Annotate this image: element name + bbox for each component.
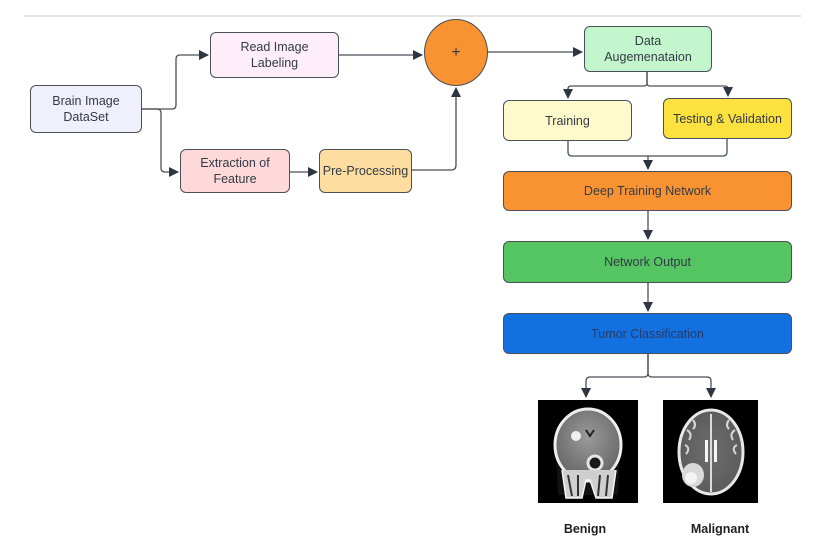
benign-mri-image bbox=[538, 400, 638, 503]
node-training[interactable]: Training bbox=[503, 100, 632, 141]
benign-caption: Benign bbox=[563, 522, 607, 536]
node-brain-image-dataset[interactable]: Brain Image DataSet bbox=[30, 85, 142, 133]
node-tumor-classification[interactable]: Tumor Classification bbox=[503, 313, 792, 354]
edge-testing-to-network bbox=[648, 139, 728, 157]
edge-classification-to-benign bbox=[581, 354, 649, 398]
node-extraction-of-feature[interactable]: Extraction of Feature bbox=[180, 149, 290, 193]
node-testing-validation-label: Testing & Validation bbox=[673, 111, 782, 126]
node-combine-plus[interactable]: + bbox=[424, 19, 488, 86]
node-data-augmentation-line2: Augemenataion bbox=[604, 50, 692, 64]
node-read-image-labeling[interactable]: Read Image Labeling bbox=[210, 32, 339, 78]
top-divider bbox=[24, 15, 801, 17]
node-data-augmentation[interactable]: Data Augemenataion bbox=[584, 26, 712, 72]
node-network-output-label: Network Output bbox=[604, 255, 691, 269]
malignant-caption: Malignant bbox=[690, 522, 750, 536]
node-pre-processing[interactable]: Pre-Processing bbox=[319, 149, 412, 193]
node-extraction-line1: Extraction of bbox=[200, 156, 270, 170]
node-read-image-labeling-line1: Read Image bbox=[240, 40, 309, 54]
edge-augmentation-to-testing bbox=[646, 72, 733, 97]
node-deep-training-network-label: Deep Training Network bbox=[583, 184, 712, 198]
node-read-image-labeling-line2: Labeling bbox=[250, 56, 299, 70]
plus-icon: + bbox=[451, 43, 461, 61]
node-extraction-line2: Feature bbox=[213, 172, 257, 186]
edge-dataset-to-extraction bbox=[142, 108, 179, 177]
edge-augmentation-to-training bbox=[563, 72, 648, 99]
edge-classification-to-malignant bbox=[647, 354, 716, 398]
node-testing-validation[interactable]: Testing & Validation bbox=[663, 98, 792, 139]
node-pre-processing-label: Pre-Processing bbox=[322, 164, 409, 178]
node-data-augmentation-line1: Data bbox=[634, 34, 662, 48]
node-network-output[interactable]: Network Output bbox=[503, 241, 792, 283]
edge-preprocessing-to-combine bbox=[412, 87, 461, 171]
node-deep-training-network[interactable]: Deep Training Network bbox=[503, 171, 792, 211]
edge-training-to-network bbox=[567, 141, 648, 157]
malignant-mri-image bbox=[663, 400, 758, 503]
node-training-label: Training bbox=[545, 113, 590, 128]
edge-dataset-to-labeling bbox=[142, 50, 209, 110]
node-tumor-classification-label: Tumor Classification bbox=[591, 326, 704, 341]
node-brain-image-dataset-line2: DataSet bbox=[63, 110, 109, 124]
node-brain-image-dataset-line1: Brain Image bbox=[52, 94, 120, 108]
